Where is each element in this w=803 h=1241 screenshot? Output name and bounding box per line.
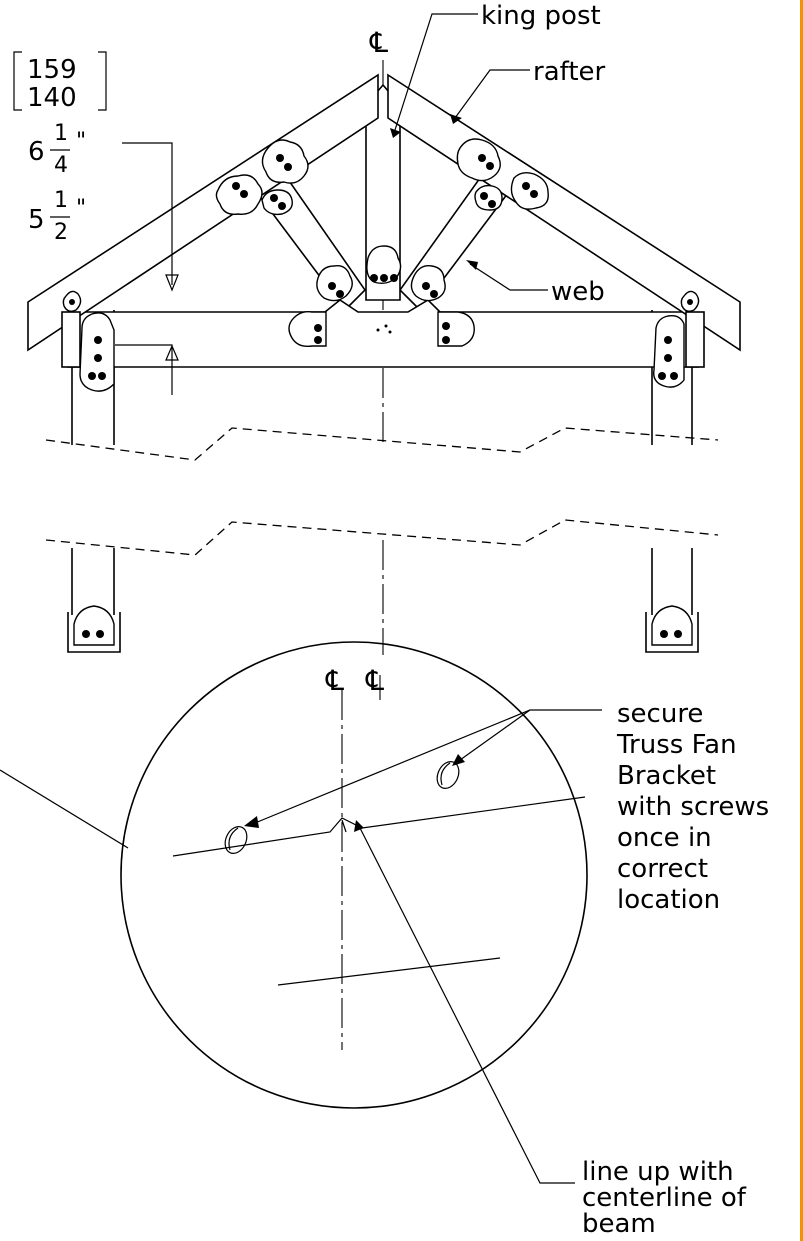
left-heel-block [61, 311, 81, 368]
plate-left-web-bottom [316, 265, 353, 302]
secure-note-line-4: with screws [617, 792, 769, 822]
break-line-lower [45, 519, 719, 556]
secure-note-line-7: location [617, 885, 720, 915]
web-callout: web [466, 260, 605, 307]
left-post-lower [67, 548, 121, 653]
line-up-note-line-3: beam [582, 1209, 656, 1239]
king-post-label: king post [481, 1, 601, 31]
plate-king-post [366, 245, 402, 285]
svg-text:": " [76, 196, 86, 221]
bottom-chord [67, 298, 699, 368]
plate-right-upper [456, 138, 501, 182]
chord-center-marks [376, 324, 392, 334]
rafter-callout: rafter [450, 57, 606, 124]
web-label: web [551, 277, 605, 307]
secure-note-line-6: correct [617, 854, 708, 884]
king-post [365, 83, 401, 301]
detail-leader [0, 769, 129, 849]
page-edge-bar [800, 0, 803, 1241]
svg-text:6: 6 [28, 137, 45, 167]
screw-hole-left [224, 826, 248, 854]
secure-note-line-5: once in [617, 823, 712, 853]
plate-left-web-mid [261, 189, 293, 216]
right-post-lower [645, 548, 699, 653]
dimension-inch-1: 6 1 4 " [28, 121, 86, 178]
secure-note-line-2: Truss Fan [616, 730, 737, 760]
king-post-callout: king post [390, 1, 601, 138]
plate-chord-right [437, 311, 475, 347]
break-line-upper [45, 427, 719, 461]
plate-right-web-bottom [410, 265, 446, 302]
dimension-mm-bottom: 140 [27, 83, 77, 113]
detail-circle [120, 641, 588, 1109]
secure-note-line-3: Bracket [617, 761, 716, 791]
svg-text:": " [76, 129, 86, 154]
line-up-note-line-2: centerline of [582, 1183, 747, 1213]
detail-beam [172, 796, 586, 986]
svg-text:1: 1 [54, 188, 68, 213]
plate-right-heel [653, 290, 700, 388]
centerline-symbol-left: ℄ [325, 664, 344, 697]
line-up-note-callout: line up with centerline of beam [354, 820, 747, 1239]
rafter-label: rafter [533, 57, 606, 87]
plate-left-lower [215, 174, 263, 215]
dimension-bracket: 159 140 [13, 51, 107, 113]
secure-note-callout: secure Truss Fan Bracket with screws onc… [244, 699, 769, 915]
plate-left-upper [261, 139, 309, 184]
secure-note-line-1: secure [617, 699, 703, 729]
plate-left-heel [62, 290, 115, 392]
plate-right-web-mid [474, 184, 503, 211]
dimension-mm-top: 159 [27, 55, 77, 85]
svg-text:1: 1 [54, 121, 68, 146]
svg-text:4: 4 [54, 153, 68, 178]
svg-text:2: 2 [54, 220, 68, 245]
line-up-note-line-1: line up with [582, 1157, 734, 1187]
right-heel-block [685, 311, 705, 368]
centerline-symbol-right: ℄ [365, 664, 384, 697]
dimension-inch-2: 5 1 2 " [28, 188, 86, 245]
centerline-symbol-top: ℄ [369, 26, 388, 59]
plate-right-lower [510, 171, 549, 210]
plate-chord-left [288, 310, 327, 348]
dimension-lines [115, 142, 179, 395]
svg-text:5: 5 [28, 205, 45, 235]
